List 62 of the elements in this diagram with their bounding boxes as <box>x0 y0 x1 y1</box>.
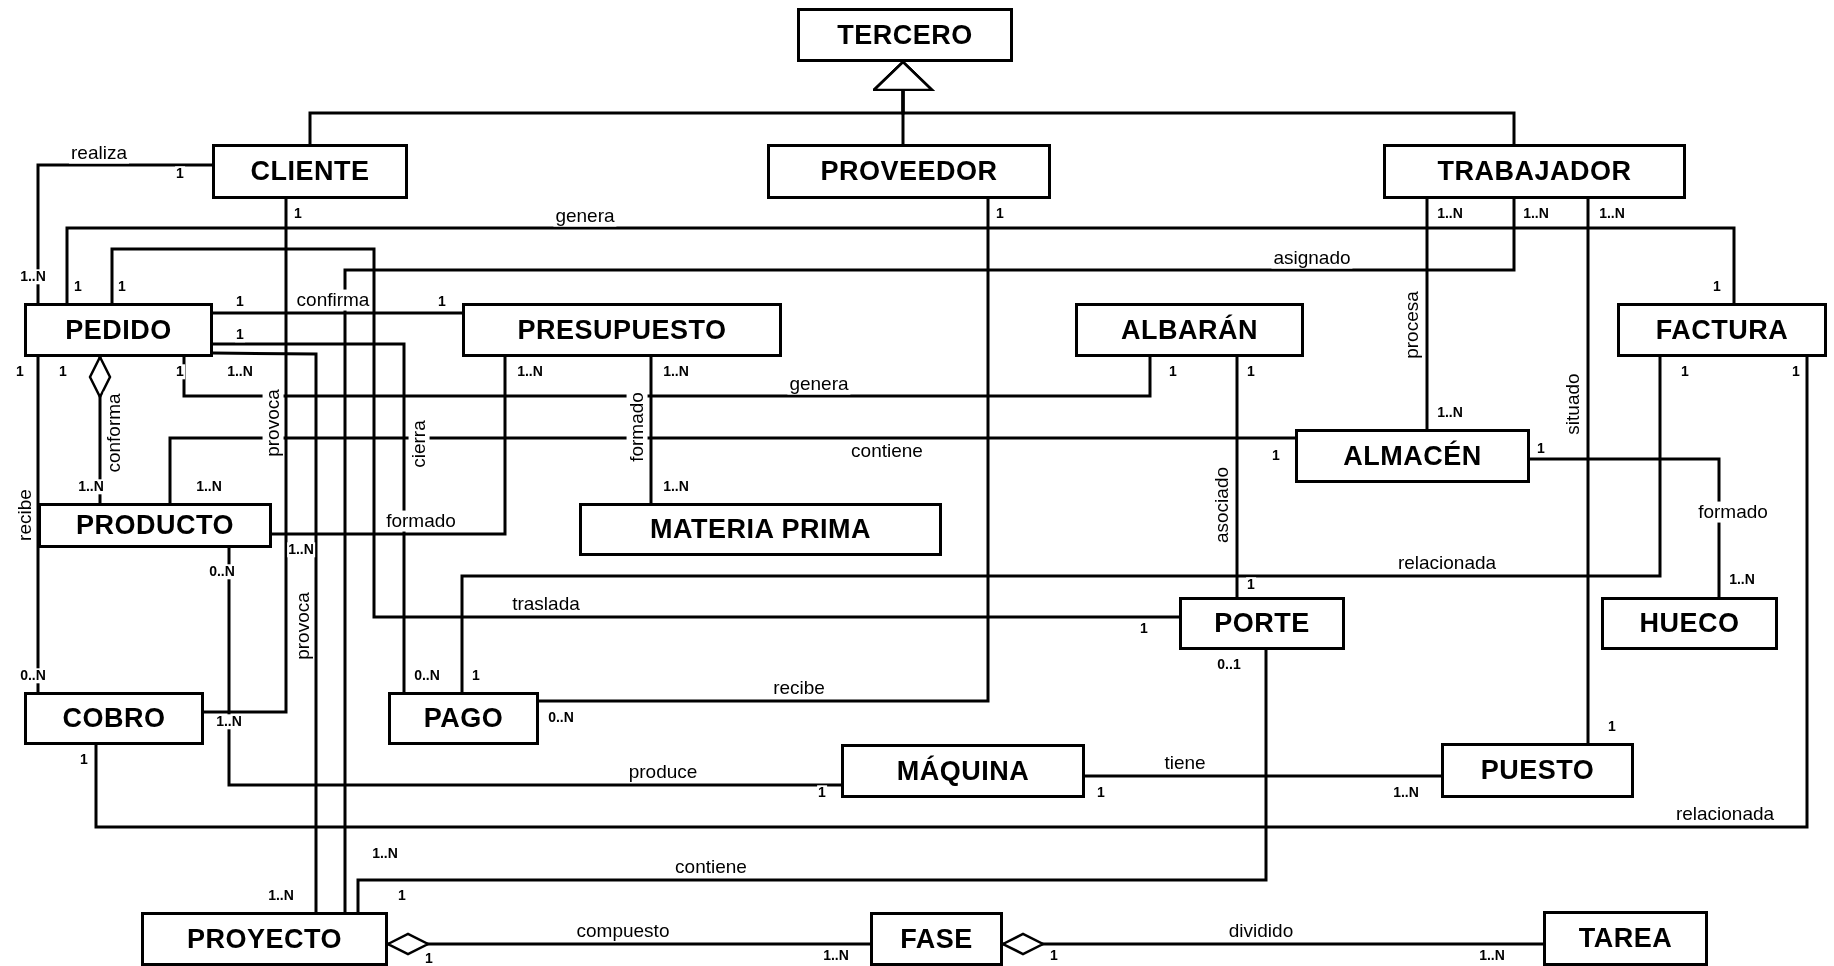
multiplicity-label: 1..N <box>215 714 243 730</box>
class-box: PORTE <box>1179 597 1345 650</box>
association-line <box>460 357 1662 692</box>
multiplicity-label: 1 <box>175 364 185 380</box>
class-box: PRODUCTO <box>38 503 272 548</box>
class-box: MATERIA PRIMA <box>579 503 942 556</box>
association-line <box>227 548 841 787</box>
association-line <box>272 357 507 536</box>
association-line <box>204 199 288 714</box>
association-line <box>343 199 1516 912</box>
multiplicity-label: 1 <box>235 327 245 343</box>
class-box: PAGO <box>388 692 539 745</box>
association-line <box>213 342 406 692</box>
association-line <box>1425 199 1429 429</box>
association-line <box>649 357 653 503</box>
association-line <box>539 199 990 703</box>
association-line <box>213 351 318 912</box>
aggregation-line <box>88 355 112 503</box>
edge-label: formado <box>1696 501 1770 523</box>
edge-label: provoca <box>262 387 284 459</box>
class-box: PUESTO <box>1441 743 1634 798</box>
class-box: PEDIDO <box>24 303 213 357</box>
association-line <box>1085 774 1441 778</box>
association-line <box>36 357 40 692</box>
edge-label: cierra <box>408 418 430 470</box>
class-box: TRABAJADOR <box>1383 144 1686 199</box>
class-box: ALMACÉN <box>1295 429 1530 483</box>
association-line <box>1586 199 1590 743</box>
association-line <box>168 436 1295 503</box>
class-box: PRESUPUESTO <box>462 303 782 357</box>
association-line <box>36 163 212 303</box>
class-box: TERCERO <box>797 8 1013 62</box>
association-line <box>356 650 1268 912</box>
association-line <box>213 311 462 315</box>
class-box: COBRO <box>24 692 204 745</box>
multiplicity-label: 1 <box>424 951 434 966</box>
class-box: HUECO <box>1601 597 1778 650</box>
generalization-arrow <box>872 60 1516 144</box>
multiplicity-label: 0..N <box>19 668 47 684</box>
multiplicity-label: 1..N <box>287 542 315 558</box>
association-line <box>65 226 1736 303</box>
edge-label: confirma <box>294 289 372 311</box>
class-box: PROVEEDOR <box>767 144 1051 199</box>
association-line <box>110 247 1179 619</box>
multiplicity-label: 0..N <box>208 564 236 580</box>
class-box: TAREA <box>1543 911 1708 966</box>
association-line <box>1235 357 1239 597</box>
class-box: MÁQUINA <box>841 744 1085 798</box>
association-line <box>1530 457 1721 597</box>
class-box: CLIENTE <box>212 144 408 199</box>
association-line <box>94 357 1809 829</box>
class-box: FACTURA <box>1617 303 1827 357</box>
class-box: PROYECTO <box>141 912 388 966</box>
class-box: FASE <box>870 912 1003 966</box>
edge-label: formado <box>384 510 458 532</box>
multiplicity-label: 1..N <box>77 479 105 495</box>
association-line <box>182 357 1152 398</box>
class-box: ALBARÁN <box>1075 303 1304 357</box>
multiplicity-label: 1..N <box>19 269 47 285</box>
edge-label: formado <box>626 390 648 464</box>
aggregation-line <box>1001 932 1543 956</box>
aggregation-line <box>386 932 870 956</box>
